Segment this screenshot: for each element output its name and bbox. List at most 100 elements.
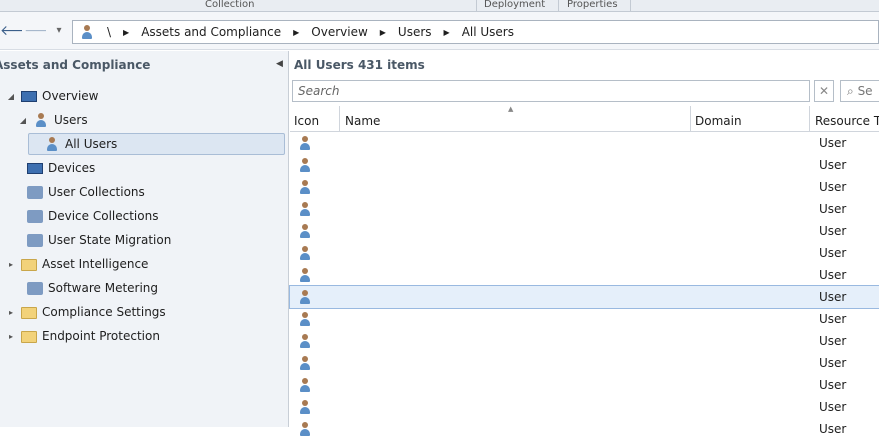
breadcrumb-overview[interactable]: Overview bbox=[311, 25, 368, 39]
table-row[interactable]: User bbox=[289, 285, 879, 309]
history-dropdown[interactable]: ▾ bbox=[56, 25, 62, 36]
resource-type-cell: User bbox=[819, 158, 847, 172]
user-icon bbox=[297, 157, 313, 173]
column-resource-type[interactable]: Resource Ty bbox=[815, 114, 879, 128]
collapse-pane-button[interactable]: ◀ bbox=[276, 59, 283, 69]
table-row[interactable]: User bbox=[290, 220, 879, 242]
breadcrumb[interactable]: \ ▶ Assets and Compliance ▶ Overview ▶ User… bbox=[72, 20, 879, 44]
tree-item-overview[interactable]: ◢Overview bbox=[6, 85, 99, 107]
tree-item-label: Endpoint Protection bbox=[42, 329, 160, 343]
back-button[interactable]: 🡐 bbox=[0, 23, 22, 39]
forward-button[interactable]: 🡒 bbox=[24, 23, 46, 39]
breadcrumb-users[interactable]: Users bbox=[397, 25, 432, 39]
results-title: All Users 431 items bbox=[294, 58, 425, 72]
resource-type-cell: User bbox=[819, 202, 847, 216]
resource-type-cell: User bbox=[819, 224, 847, 238]
tree-item-user-state-migration[interactable]: User State Migration bbox=[12, 229, 171, 251]
breadcrumb-separator-icon: ▶ bbox=[123, 27, 130, 37]
expander-icon[interactable]: ▸ bbox=[8, 307, 13, 317]
column-name[interactable]: Name bbox=[345, 114, 381, 128]
expander-icon[interactable]: ◢ bbox=[19, 115, 27, 125]
tree-item-users[interactable]: ◢Users bbox=[18, 109, 88, 131]
column-domain[interactable]: Domain bbox=[695, 114, 742, 128]
column-icon[interactable]: Icon bbox=[294, 114, 320, 128]
breadcrumb-separator-icon: ▶ bbox=[293, 27, 300, 37]
tree-item-label: Compliance Settings bbox=[42, 305, 166, 319]
tree-item-label: Asset Intelligence bbox=[42, 257, 149, 271]
search-input[interactable]: Search bbox=[292, 80, 810, 102]
ribbon-group-deployment: Deployment bbox=[484, 0, 546, 10]
user-icon bbox=[297, 311, 313, 327]
tree-item-devices[interactable]: Devices bbox=[12, 157, 95, 179]
resource-type-cell: User bbox=[819, 378, 847, 392]
table-row[interactable]: User bbox=[290, 132, 879, 154]
table-row[interactable]: User bbox=[290, 330, 879, 352]
users-icon bbox=[44, 136, 60, 152]
user-icon bbox=[297, 267, 313, 283]
user-icon bbox=[297, 399, 313, 415]
breadcrumb-all-users[interactable]: All Users bbox=[461, 25, 514, 39]
folder-icon bbox=[21, 307, 37, 319]
resource-type-cell: User bbox=[819, 312, 847, 326]
table-row[interactable]: User bbox=[290, 198, 879, 220]
user-icon bbox=[297, 355, 313, 371]
tree-item-compliance-settings[interactable]: ▸ Compliance Settings bbox=[6, 301, 166, 323]
folder-icon bbox=[21, 259, 37, 271]
table-row[interactable]: User bbox=[290, 242, 879, 264]
clear-search-button[interactable]: ✕ bbox=[814, 80, 834, 102]
overview-icon bbox=[21, 90, 37, 102]
tree-item-user-collections[interactable]: User Collections bbox=[12, 181, 145, 203]
user-icon bbox=[297, 245, 313, 261]
resource-type-cell: User bbox=[819, 268, 847, 282]
sort-ascending-icon: ▲ bbox=[508, 105, 514, 113]
user-icon bbox=[297, 421, 313, 437]
expander-icon[interactable]: ▸ bbox=[8, 259, 13, 269]
user-icon bbox=[297, 201, 313, 217]
user-icon bbox=[297, 377, 313, 393]
devices-icon bbox=[27, 162, 43, 174]
tree-item-endpoint-protection[interactable]: ▸ Endpoint Protection bbox=[6, 325, 160, 347]
expander-icon[interactable]: ◢ bbox=[7, 91, 15, 101]
breadcrumb-separator-icon: ▶ bbox=[379, 27, 386, 37]
navigation-bar: 🡐 🡒 ▾ \ ▶ Assets and Compliance ▶ Overview… bbox=[0, 12, 879, 50]
resource-type-cell: User bbox=[819, 180, 847, 194]
pane-title: Assets and Compliance bbox=[0, 58, 151, 72]
ribbon: Collection Deployment Properties bbox=[0, 0, 879, 12]
breadcrumb-assets[interactable]: Assets and Compliance bbox=[141, 25, 282, 39]
table-row[interactable]: User bbox=[290, 352, 879, 374]
user-icon bbox=[297, 179, 313, 195]
ribbon-group-collection: Collection bbox=[205, 0, 255, 10]
software-metering-icon bbox=[27, 281, 43, 295]
table-row[interactable]: User bbox=[290, 396, 879, 418]
device-collections-icon bbox=[27, 209, 43, 223]
resource-type-cell: User bbox=[819, 136, 847, 150]
tree-item-label: User State Migration bbox=[48, 233, 172, 247]
table-row[interactable]: User bbox=[290, 308, 879, 330]
users-icon bbox=[79, 24, 95, 40]
tree-item-software-metering[interactable]: Software Metering bbox=[12, 277, 158, 299]
folder-icon bbox=[21, 331, 37, 343]
tree-item-label: Device Collections bbox=[48, 209, 159, 223]
ribbon-group-properties: Properties bbox=[567, 0, 618, 10]
tree-item-device-collections[interactable]: Device Collections bbox=[12, 205, 158, 227]
user-icon bbox=[33, 112, 49, 128]
table-row[interactable]: User bbox=[290, 374, 879, 396]
table-row[interactable]: User bbox=[290, 154, 879, 176]
search-icon: ⌕ bbox=[847, 84, 854, 98]
search-button-label: Se bbox=[857, 84, 873, 98]
resource-type-cell: User bbox=[819, 422, 847, 436]
breadcrumb-root[interactable]: \ bbox=[107, 25, 112, 39]
user-icon bbox=[297, 223, 313, 239]
tree-item-asset-intelligence[interactable]: ▸ Asset Intelligence bbox=[6, 253, 148, 275]
table-row[interactable]: User bbox=[290, 176, 879, 198]
expander-icon[interactable]: ▸ bbox=[8, 331, 13, 341]
tree-item-all-users[interactable]: All Users bbox=[28, 133, 285, 155]
table-row[interactable]: User bbox=[290, 264, 879, 286]
resource-type-cell: User bbox=[819, 334, 847, 348]
table-header: Icon Name ▲ Domain Resource Ty bbox=[290, 106, 879, 132]
resource-type-cell: User bbox=[819, 290, 847, 304]
search-button[interactable]: ⌕ Se bbox=[840, 80, 879, 102]
user-icon bbox=[297, 333, 313, 349]
table-row[interactable]: User bbox=[290, 418, 879, 440]
